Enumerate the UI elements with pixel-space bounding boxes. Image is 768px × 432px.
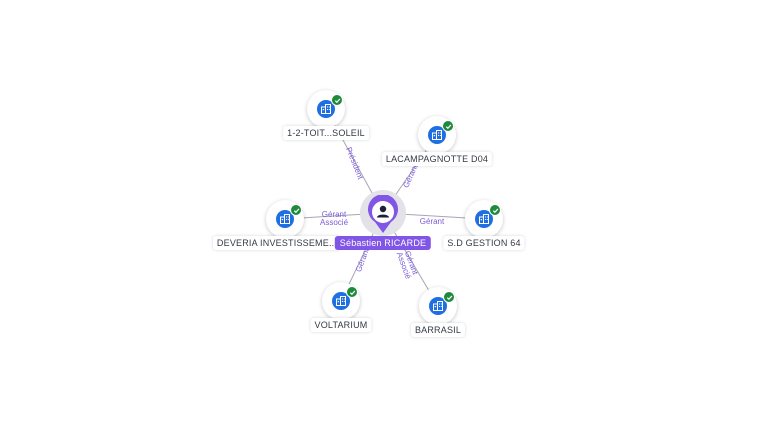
building-icon	[479, 214, 489, 224]
check-icon	[334, 98, 340, 103]
edge-role-label: Gérant	[354, 246, 371, 273]
edge-role-label: Gérant	[420, 217, 445, 226]
edge-role-label: Associé	[320, 218, 349, 227]
building-icon	[317, 100, 335, 118]
verified-check-icon	[489, 204, 501, 216]
check-icon	[445, 124, 451, 129]
building-icon	[475, 210, 493, 228]
company-name-label: DEVERIA INVESTISSEME...	[212, 236, 342, 250]
building-icon	[321, 104, 331, 114]
building-icon	[433, 301, 443, 311]
company-name-label: LACAMPAGNOTTE D04	[381, 152, 493, 166]
person-name-label: Sébastien RICARDE	[334, 236, 432, 250]
building-icon	[276, 210, 294, 228]
building-icon	[332, 292, 350, 310]
company-name-label: BARRASIL	[410, 323, 466, 337]
edge-role-label: Gérant	[401, 162, 419, 189]
building-icon	[429, 297, 447, 315]
building-icon	[280, 214, 290, 224]
verified-check-icon	[331, 94, 343, 106]
company-name-label: 1-2-TOIT...SOLEIL	[283, 126, 369, 140]
building-icon	[336, 296, 346, 306]
check-icon	[293, 208, 299, 213]
verified-check-icon	[346, 286, 358, 298]
edge-label-group-lacamp: Gérant	[401, 162, 419, 189]
verified-check-icon	[290, 204, 302, 216]
check-icon	[492, 208, 498, 213]
verified-check-icon	[443, 291, 455, 303]
check-icon	[446, 295, 452, 300]
edge-role-label: Gérant	[322, 210, 347, 219]
company-name-label: S.D GESTION 64	[443, 236, 525, 250]
edge-label-group-sdg: Gérant	[420, 217, 445, 226]
map-pin-icon	[368, 195, 398, 233]
building-icon	[428, 126, 446, 144]
company-name-label: VOLTARIUM	[310, 318, 372, 332]
edge-label-group-voltarium: Gérant	[354, 246, 371, 273]
check-icon	[349, 290, 355, 295]
building-icon	[432, 130, 442, 140]
edge-label-group-toit: Président	[344, 146, 365, 181]
edge-role-label: Président	[344, 146, 365, 181]
verified-check-icon	[442, 120, 454, 132]
user-icon	[377, 205, 389, 218]
